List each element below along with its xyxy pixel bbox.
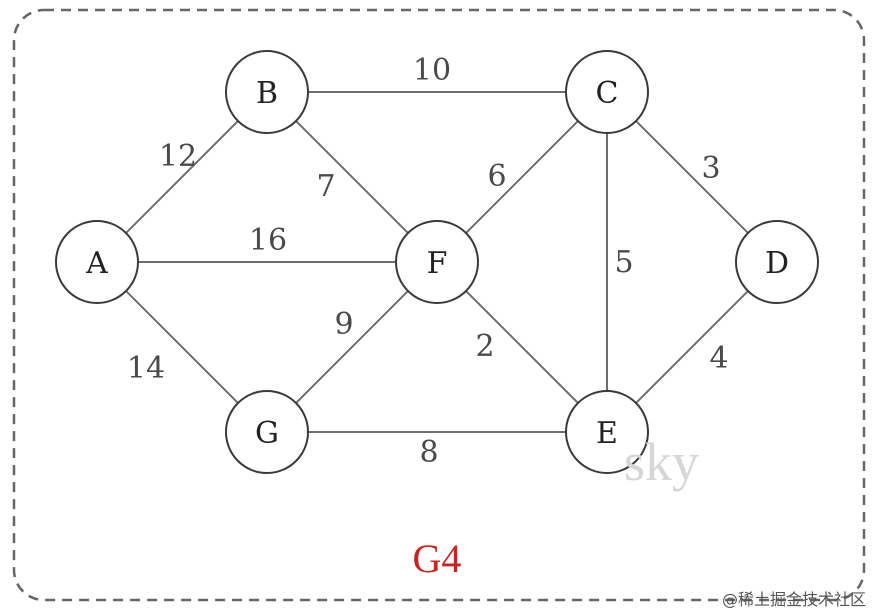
node-d: D <box>735 220 819 304</box>
weight-d-e: 4 <box>709 341 728 376</box>
node-f-label: F <box>427 246 448 281</box>
graph-title: G4 <box>413 536 462 581</box>
node-b-label: B <box>256 76 278 111</box>
node-c-circle <box>565 50 649 134</box>
node-b-circle <box>225 50 309 134</box>
weight-a-b: 12 <box>159 139 197 174</box>
node-f-circle <box>395 220 479 304</box>
weight-c-e: 5 <box>614 245 633 280</box>
source-watermark: @稀土掘金技术社区 <box>721 590 866 609</box>
node-a-label: A <box>85 246 108 281</box>
weight-a-f: 16 <box>249 223 287 258</box>
weight-g-e: 8 <box>419 435 438 470</box>
dashed-frame <box>12 8 866 602</box>
nodes-group: A B C D F G E <box>55 50 819 474</box>
node-a: A <box>55 220 139 304</box>
node-e-circle <box>565 390 649 474</box>
node-g: G <box>225 390 309 474</box>
weight-b-f: 7 <box>316 169 335 204</box>
weight-b-c: 10 <box>413 53 451 88</box>
node-c: C <box>565 50 649 134</box>
weight-a-g: 14 <box>127 351 165 386</box>
sky-watermark: sky <box>624 432 699 492</box>
weight-f-c: 6 <box>487 159 506 194</box>
node-d-circle <box>735 220 819 304</box>
node-g-circle <box>225 390 309 474</box>
node-f: F <box>395 220 479 304</box>
node-c-label: C <box>596 76 619 111</box>
node-b: B <box>225 50 309 134</box>
node-e-label: E <box>596 416 618 451</box>
weight-f-g: 9 <box>334 307 353 342</box>
node-g-label: G <box>255 416 279 451</box>
node-a-circle <box>55 220 139 304</box>
weight-c-d: 3 <box>701 151 720 186</box>
weights-group: 12 16 14 10 7 6 3 5 2 9 8 4 <box>127 53 729 470</box>
weight-f-e: 2 <box>475 329 494 364</box>
node-d-label: D <box>765 246 789 281</box>
node-e: E <box>565 390 649 474</box>
